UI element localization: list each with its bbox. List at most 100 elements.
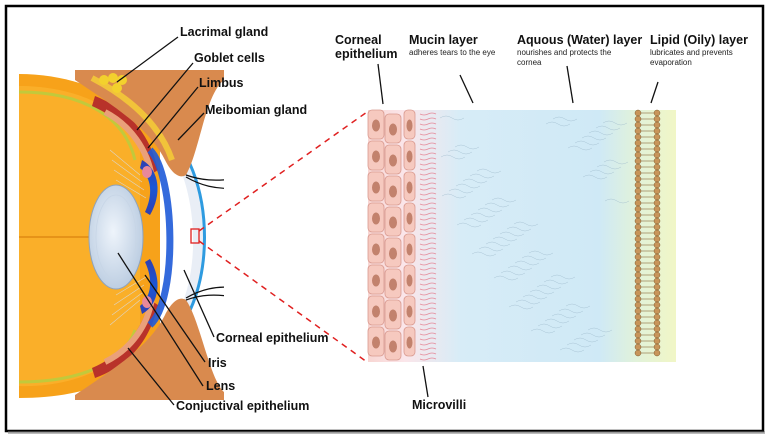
microvilli-strand (419, 147, 437, 151)
mucin-strand (602, 120, 628, 126)
mucin-strand (484, 202, 510, 208)
lipid-head (634, 307, 642, 315)
cell-nucleus (372, 243, 380, 256)
mucin-strand (589, 169, 615, 175)
lipid-head (653, 127, 661, 135)
lipid-head (634, 331, 642, 339)
microvilli-strand (419, 122, 437, 126)
microvilli-strand (419, 287, 437, 291)
zoom-line-top (198, 111, 368, 232)
mucin-strand (604, 198, 630, 204)
microvilli-strand (419, 357, 437, 361)
lipid-head (653, 301, 661, 309)
lipid-head (634, 139, 642, 147)
mucin-strand (515, 299, 541, 305)
lipid-head (634, 151, 642, 159)
mucin-strand (477, 207, 503, 213)
mucin-strand (537, 323, 563, 329)
mucin-strand (543, 279, 569, 285)
lipid-head (653, 283, 661, 291)
microvilli-strand (419, 127, 437, 131)
lipid-head (634, 127, 642, 135)
lipid-head (653, 325, 661, 333)
microvilli-strand (419, 342, 437, 346)
microvilli-strand (419, 267, 437, 271)
lipid-head (653, 181, 661, 189)
lipid-head (653, 157, 661, 165)
lipid-head (634, 301, 642, 309)
lens-shape (88, 184, 144, 290)
lipid-head (653, 235, 661, 243)
iris-upper (140, 160, 158, 215)
cell-nucleus (372, 150, 380, 163)
mucin-strand (440, 154, 466, 160)
mucin-strand (513, 221, 539, 227)
mucin-strand (471, 251, 497, 257)
microvilli-strand (419, 317, 437, 321)
mucin-strand (476, 168, 502, 174)
microvilli-strand (419, 292, 437, 296)
microvilli-strand (419, 252, 437, 256)
lipid-head (653, 307, 661, 315)
lipid-head (653, 259, 661, 267)
mucin-strand (455, 183, 481, 189)
lipid-head (653, 313, 661, 321)
mucin-strand (558, 308, 584, 314)
lipid-head (634, 193, 642, 201)
lipid-head (634, 283, 642, 291)
microvilli-strand (419, 152, 437, 156)
mucin-strands (439, 115, 630, 353)
iris-lower (140, 259, 158, 314)
microvilli-strand (419, 187, 437, 191)
label-corneal-epithelium-film-2: epithelium (335, 47, 398, 61)
microvilli-strand (419, 117, 437, 121)
microvilli-strand (419, 112, 437, 116)
label-conjunctival-epithelium: Conjuctival epithelium (176, 399, 310, 413)
lipid-head (653, 337, 661, 345)
lipid-head (634, 211, 642, 219)
lipid-head (634, 157, 642, 165)
lipid-head (653, 289, 661, 297)
label-microvilli: Microvilli (412, 398, 467, 412)
mucin-strand (530, 328, 556, 334)
label-aqueous-layer: Aquous (Water) layer (517, 33, 643, 47)
mucin-strand (469, 173, 495, 179)
microvilli-strand (419, 307, 437, 311)
lipid-head (653, 331, 661, 339)
lipid-head (634, 187, 642, 195)
lipid-head (653, 349, 661, 357)
mucin-strand (552, 116, 578, 122)
cell-nucleus (389, 278, 397, 291)
label-lipid-layer: Lipid (Oily) layer (650, 33, 748, 47)
microvilli-strand (419, 297, 437, 301)
lipid-head (634, 109, 642, 117)
lipid-head (634, 337, 642, 345)
cell-nucleus (372, 212, 380, 225)
lower-eyelid (75, 298, 224, 400)
lipid-head (653, 187, 661, 195)
microvilli-strand (419, 337, 437, 341)
desc-mucin-layer: adheres tears to the eye (409, 48, 496, 57)
microvilli-strand (419, 302, 437, 306)
lipid-head (653, 217, 661, 225)
lipid-head (653, 319, 661, 327)
lipid-head (634, 163, 642, 171)
lipid-head (653, 151, 661, 159)
mucin-strand (491, 197, 517, 203)
zoom-region-marker (190, 228, 200, 244)
microvilli-strand (419, 217, 437, 221)
mucin-strand (574, 140, 600, 146)
mucin-strand (573, 337, 599, 343)
mucin-strand (485, 241, 511, 247)
tear-film-zoom (367, 109, 676, 362)
mucin-strand (565, 303, 591, 309)
mucin-strand (447, 149, 473, 155)
cell-nucleus (406, 212, 413, 225)
lipid-head (634, 199, 642, 207)
lipid-head (653, 271, 661, 279)
microvilli-strand (419, 257, 437, 261)
lipid-head (653, 247, 661, 255)
mucin-strand (522, 294, 548, 300)
cell-nucleus (389, 154, 397, 167)
